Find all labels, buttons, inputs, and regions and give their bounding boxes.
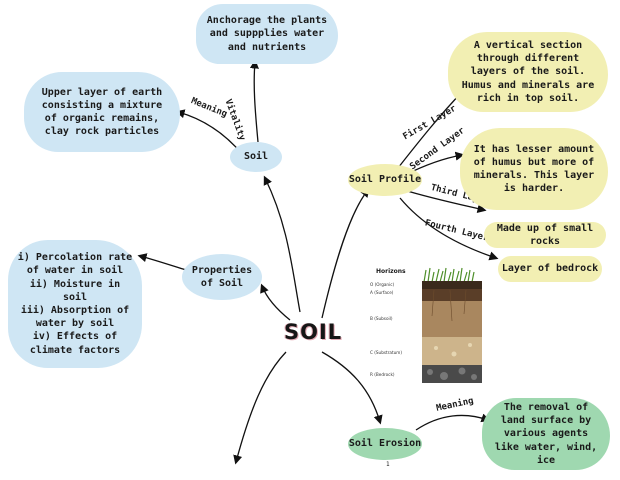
third-layer-text: Made up of small rocks	[496, 222, 594, 247]
second-layer-bubble: It has lesser amount of humus but more o…	[460, 128, 608, 210]
first-layer-bubble: A vertical section through different lay…	[448, 32, 608, 112]
node-profile: Soil Profile	[348, 164, 422, 196]
soil-layers-graphic	[422, 267, 482, 383]
erosion-meaning-bubble: The removal of land surface by various a…	[482, 398, 610, 470]
line-center-erosion	[321, 351, 383, 425]
meaning-bubble: Upper layer of earth consisting a mixtur…	[24, 72, 180, 152]
horizons-title: Horizons	[376, 268, 406, 275]
line-properties-text	[137, 253, 187, 271]
first-layer-text: A vertical section through different lay…	[461, 40, 595, 104]
horizon-o: O (Organic)	[370, 282, 395, 287]
horizon-r: R (Bedrock)	[370, 372, 395, 377]
line-center-properties	[260, 283, 291, 321]
properties-bubble: i) Percolation rate of water in soil ii)…	[8, 240, 142, 368]
line-erosion-meaning	[415, 413, 491, 431]
horizon-b: B (Subsoil)	[370, 316, 393, 321]
node-properties-label: Properties of Soil	[191, 264, 253, 289]
node-soil: Soil	[230, 142, 282, 172]
page-number: 1	[386, 461, 390, 468]
horizon-c: C (Substratum)	[370, 350, 402, 355]
vitality-bubble: Anchorage the plants and suppplies water…	[196, 4, 338, 64]
soil-horizons-illustration: Horizons O (Organic) A (Surface) B (Subs…	[366, 266, 496, 386]
fourth-layer-bubble: Layer of bedrock	[498, 256, 602, 282]
node-soil-label: Soil	[243, 151, 269, 163]
second-layer-text: It has lesser amount of humus but more o…	[473, 143, 595, 195]
line-center-soil	[263, 175, 301, 313]
line-center-bottom	[233, 351, 287, 465]
line-profile-third	[403, 189, 487, 213]
horizon-a: A (Surface)	[370, 290, 394, 295]
erosion-meaning-text: The removal of land surface by various a…	[494, 402, 598, 466]
meaning-text: Upper layer of earth consisting a mixtur…	[41, 86, 163, 138]
properties-text: i) Percolation rate of water in soil ii)…	[17, 252, 133, 356]
vitality-text: Anchorage the plants and suppplies water…	[206, 15, 328, 53]
third-layer-bubble: Made up of small rocks	[484, 222, 606, 248]
node-erosion: Soil Erosion	[348, 428, 422, 460]
line-center-profile	[321, 187, 370, 319]
node-erosion-label: Soil Erosion	[348, 438, 422, 450]
fourth-layer-text: Layer of bedrock	[501, 263, 599, 275]
line-profile-fourth	[399, 197, 499, 261]
node-profile-label: Soil Profile	[348, 174, 422, 186]
center-title: SOIL	[284, 320, 343, 344]
line-soil-vitality	[249, 59, 259, 143]
node-properties: Properties of Soil	[182, 254, 262, 300]
